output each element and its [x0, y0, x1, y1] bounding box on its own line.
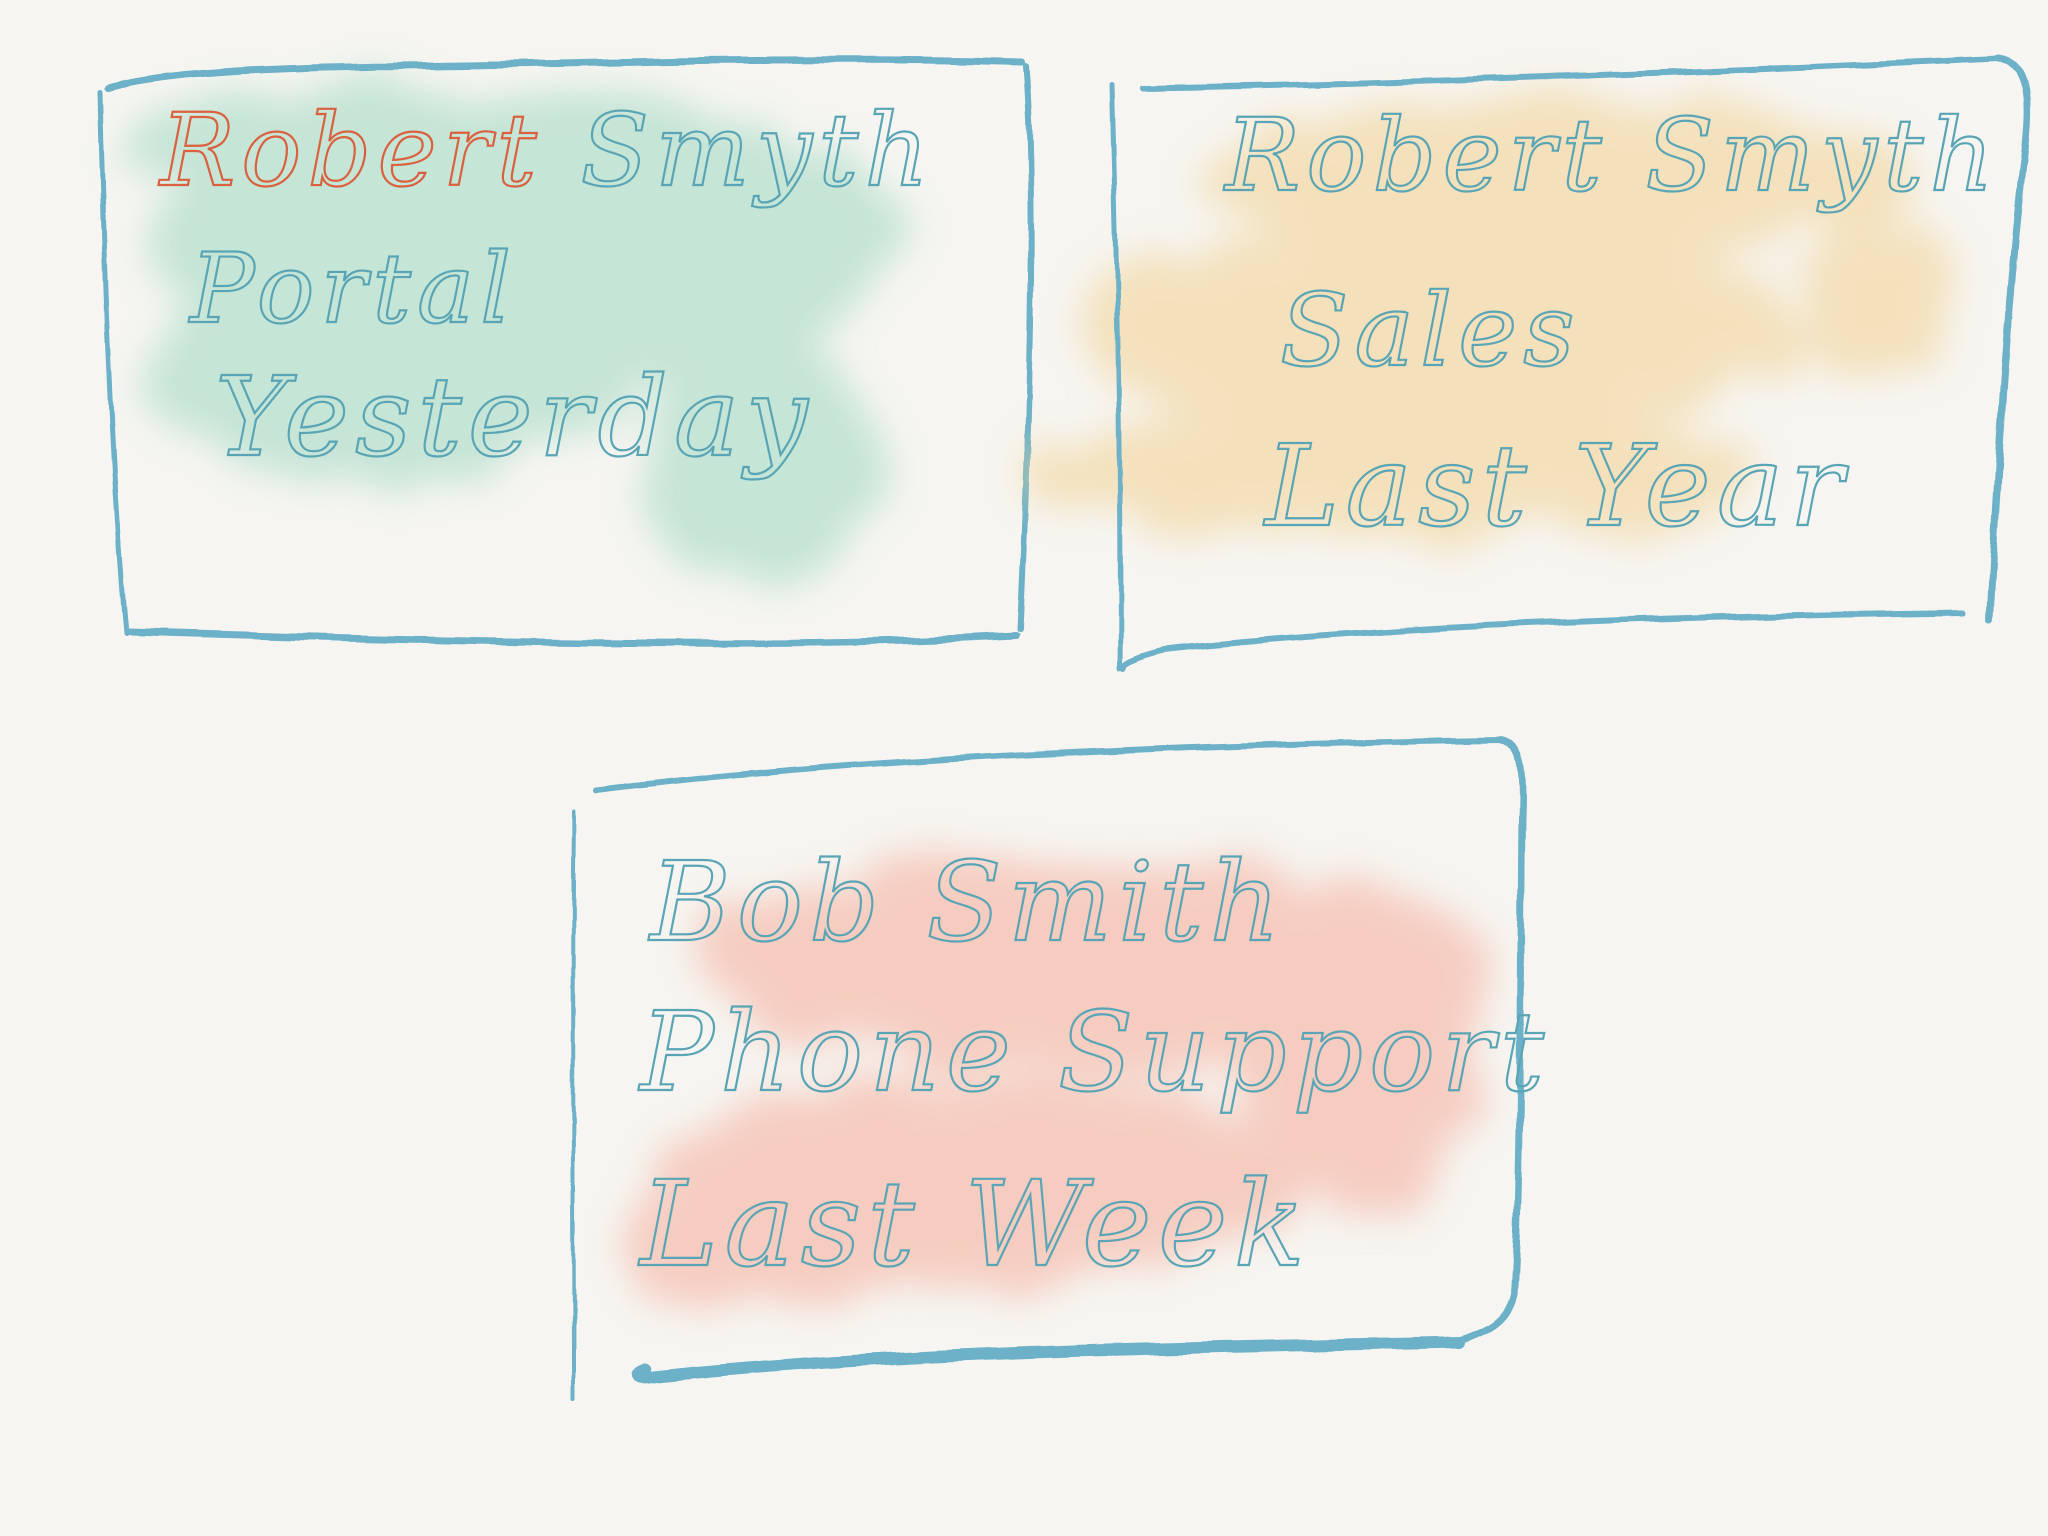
- card-bob-smith-phone-support: Bob Smith Phone Support Last Week: [571, 736, 1550, 1400]
- card-1-wash: [120, 85, 900, 580]
- card-1-line-3: Yesterday: [215, 353, 814, 481]
- card-3-frame: [571, 736, 1526, 1400]
- card-robert-smyth-portal: Robert Smyth Portal Yesterday: [97, 56, 1035, 647]
- card-1-line-1: Robert Smyth: [158, 92, 935, 209]
- card-1-frame: [97, 56, 1035, 647]
- card-1-line-2-segment: Portal: [188, 233, 517, 345]
- card-3-line-2: Phone Support: [638, 988, 1550, 1116]
- card-3-line-1: Bob Smith: [648, 838, 1286, 966]
- card-3-line-3: Last Week: [638, 1155, 1311, 1293]
- card-1-line-3-segment: Yesterday: [215, 353, 814, 481]
- card-robert-smyth-sales: Robert Smyth Sales Last Year: [1040, 54, 2032, 671]
- card-2-line-3-segment: Last Year: [1263, 422, 1849, 552]
- card-3-line-3-segment: Last Week: [638, 1155, 1311, 1293]
- card-3-line-2-segment: Phone Support: [638, 988, 1550, 1116]
- card-3-line-1-segment: Bob Smith: [648, 838, 1286, 966]
- card-2-wash: [1040, 100, 1960, 540]
- card-1-line-1-segment: Robert: [158, 92, 543, 209]
- card-2-line-1: Robert Smyth: [1223, 97, 2000, 214]
- card-1-line-1-segment: Smyth: [543, 92, 935, 209]
- card-2-line-2: Sales: [1280, 272, 1581, 389]
- card-2-line-1-segment: Robert Smyth: [1223, 97, 2000, 214]
- card-1-line-2: Portal: [188, 233, 517, 345]
- card-3-wash: [620, 850, 1490, 1310]
- card-2-frame: [1109, 54, 2032, 671]
- card-2-line-3: Last Year: [1263, 422, 1849, 552]
- card-2-line-2-segment: Sales: [1280, 272, 1581, 389]
